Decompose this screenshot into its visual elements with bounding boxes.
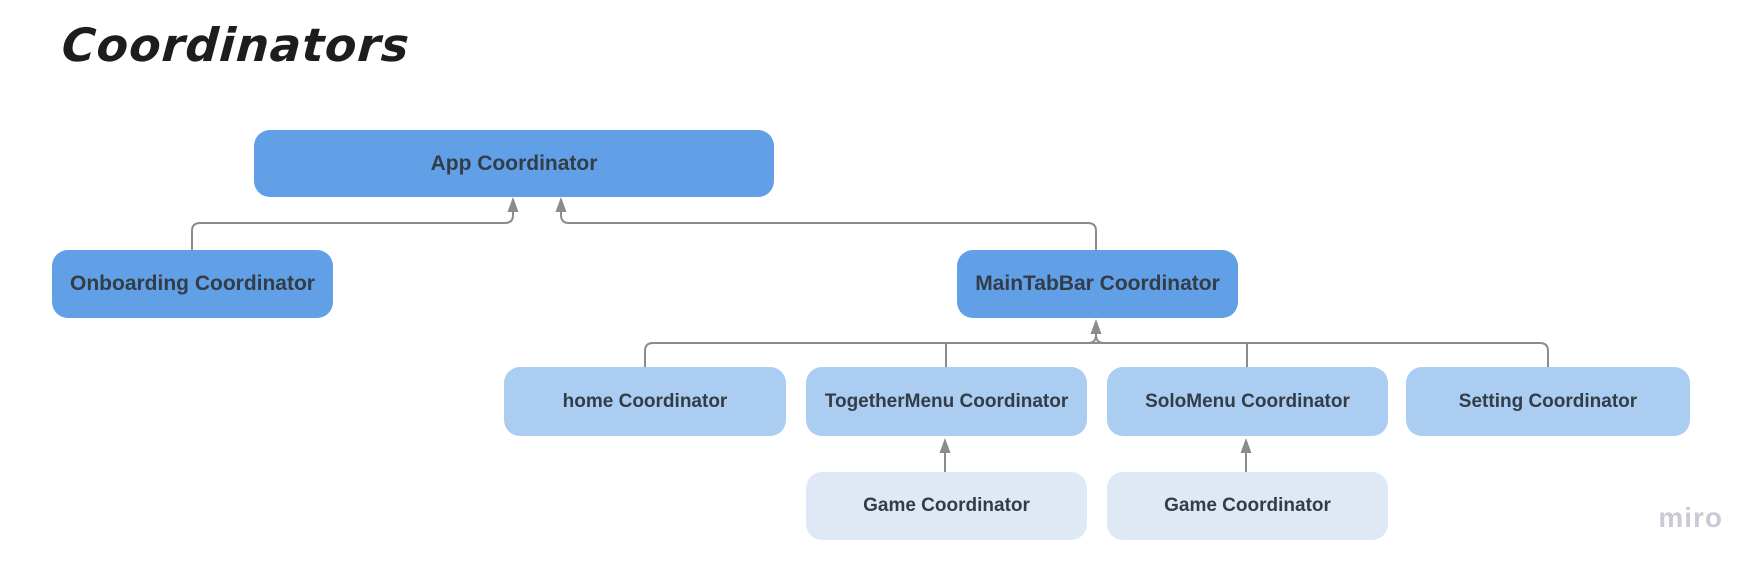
node-app-coordinator[interactable]: App Coordinator bbox=[254, 130, 774, 197]
board-title[interactable]: Coordinators bbox=[60, 18, 412, 72]
node-game-coordinator-together[interactable]: Game Coordinator bbox=[806, 472, 1087, 540]
miro-logo: miro bbox=[1658, 502, 1723, 533]
node-home-coordinator[interactable]: home Coordinator bbox=[504, 367, 786, 436]
node-setting-coordinator[interactable]: Setting Coordinator bbox=[1406, 367, 1690, 436]
node-game-coordinator-solo[interactable]: Game Coordinator bbox=[1107, 472, 1388, 540]
arrowhead-up-icon bbox=[555, 197, 567, 212]
connector-maintabbar-to-app[interactable] bbox=[555, 197, 1097, 251]
arrowhead-up-icon bbox=[939, 438, 951, 453]
arrowhead-up-icon bbox=[1240, 438, 1252, 453]
arrowhead-up-icon bbox=[1090, 319, 1102, 334]
node-solomenu-coordinator[interactable]: SoloMenu Coordinator bbox=[1107, 367, 1388, 436]
arrowhead-up-icon bbox=[507, 197, 519, 212]
node-togethermenu-coordinator[interactable]: TogetherMenu Coordinator bbox=[806, 367, 1087, 436]
connector-game-to-togethermenu[interactable] bbox=[939, 438, 951, 473]
node-onboarding-coordinator[interactable]: Onboarding Coordinator bbox=[52, 250, 333, 318]
node-maintabbar-coordinator[interactable]: MainTabBar Coordinator bbox=[957, 250, 1238, 318]
connector-game-to-solomenu[interactable] bbox=[1240, 438, 1252, 473]
connector-children-to-maintabbar[interactable] bbox=[644, 319, 1549, 368]
connector-onboarding-to-app[interactable] bbox=[191, 197, 519, 251]
